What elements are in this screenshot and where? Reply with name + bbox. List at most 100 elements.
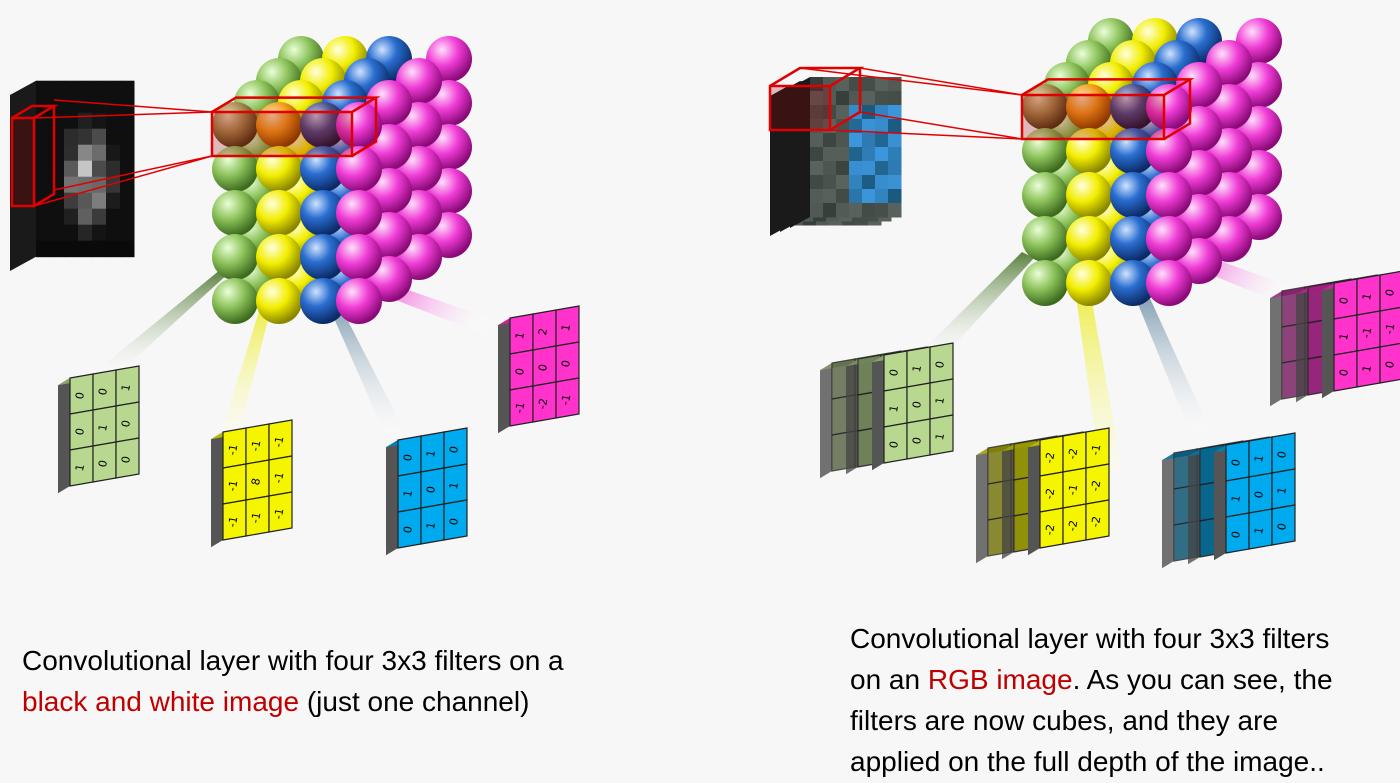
image-pixel xyxy=(875,147,889,162)
neuron-sphere xyxy=(1146,172,1192,218)
filter-side-face xyxy=(1214,445,1226,561)
caption-right-highlight: RGB image xyxy=(927,664,1073,695)
neuron-sphere xyxy=(300,102,346,148)
projection-beams xyxy=(100,252,1295,470)
filter-cell-value: -1 xyxy=(1066,483,1081,496)
filter-side-face xyxy=(820,363,832,479)
image-pixel xyxy=(823,189,837,204)
filter-cell-value: 0 xyxy=(73,427,87,436)
filter-cell-value: 1 xyxy=(424,521,438,530)
filter-cell xyxy=(1379,270,1400,312)
projection-beam xyxy=(100,270,230,372)
neuron-sphere xyxy=(1066,172,1112,218)
image-pixel xyxy=(875,91,889,106)
neuron-sphere xyxy=(336,146,382,192)
neuron-sphere xyxy=(256,190,302,236)
filter-cell-value: -2 xyxy=(536,397,551,410)
receptive-field-layer-left xyxy=(210,96,381,158)
image-pixel xyxy=(92,160,107,178)
highlight-side xyxy=(33,106,56,208)
filter-side-face xyxy=(872,355,884,471)
receptive-field-layer-right xyxy=(1020,78,1195,141)
image-pixel xyxy=(810,175,824,190)
highlight-top xyxy=(1021,78,1195,97)
neuron-sphere xyxy=(1022,216,1068,262)
neuron-sphere xyxy=(1110,172,1156,218)
filter-cell-value: -1 xyxy=(1089,443,1104,456)
neuron-sphere xyxy=(1022,172,1068,218)
filter-side-face xyxy=(1002,444,1014,560)
image-side xyxy=(790,77,810,228)
image-pixel xyxy=(810,133,824,148)
neuron-sphere xyxy=(212,146,258,192)
highlight-side xyxy=(351,97,378,158)
projection-line xyxy=(859,111,1023,140)
image-pixel xyxy=(50,192,65,210)
image-pixel xyxy=(120,112,135,130)
image-pixel xyxy=(810,161,824,176)
filter-cell-value: 0 xyxy=(447,445,461,454)
projection-line xyxy=(829,129,1023,140)
image-pixel xyxy=(810,77,824,92)
image-pixel xyxy=(78,192,93,210)
image-pixel xyxy=(823,161,837,176)
image-pixel xyxy=(875,133,889,148)
image-pixel xyxy=(849,203,863,218)
neuron-sphere xyxy=(256,234,302,280)
image-pixel xyxy=(36,176,51,194)
image-pixel xyxy=(50,80,65,98)
image-pixel xyxy=(64,208,79,226)
image-pixel xyxy=(36,224,51,242)
projection-beam xyxy=(1072,268,1122,470)
filter-cell-value: 8 xyxy=(249,477,263,486)
filter-cell-value: -1 xyxy=(559,393,574,406)
neuron-sphere xyxy=(256,102,302,148)
projection-beam xyxy=(1125,272,1210,432)
image-pixel xyxy=(78,80,93,98)
sphere-layers xyxy=(212,18,1282,324)
filter-cell-value: -1 xyxy=(272,507,287,520)
neuron-sphere xyxy=(300,234,346,280)
filter-cell-value: -1 xyxy=(1360,326,1375,339)
image-pixel xyxy=(120,224,135,242)
filter-side-face xyxy=(498,318,510,434)
image-pixel xyxy=(862,175,876,190)
image-pixel xyxy=(92,208,107,226)
image-pixel xyxy=(888,189,902,204)
neuron-sphere xyxy=(256,146,302,192)
neuron-sphere xyxy=(212,102,258,148)
image-pixel xyxy=(78,176,93,194)
filter-cell-value: 1 xyxy=(1337,332,1351,341)
image-pixel xyxy=(862,147,876,162)
image-pixel xyxy=(64,80,79,98)
caption-left-rest: (just one channel) xyxy=(299,686,530,717)
highlight-top xyxy=(11,104,59,120)
image-pixel xyxy=(888,147,902,162)
filter-cell-value: -1 xyxy=(513,401,528,414)
neuron-sphere xyxy=(300,146,346,192)
filter-side-face xyxy=(976,448,988,564)
image-pixel xyxy=(888,91,902,106)
filter-cell-value: -2 xyxy=(1089,479,1104,492)
filter-cell-value: 1 xyxy=(1252,454,1266,463)
filter-cell-value: 0 xyxy=(96,459,110,468)
image-pixel xyxy=(78,96,93,114)
input-image-rgb-channel xyxy=(790,77,902,228)
filter-cell-value: 0 xyxy=(1275,450,1289,459)
image-pixel xyxy=(875,203,889,218)
image-pixel xyxy=(36,128,51,146)
image-pixel xyxy=(875,105,889,120)
image-pixel xyxy=(862,133,876,148)
image-pixel xyxy=(823,175,837,190)
caption-right-post: . As you can see, the xyxy=(1072,664,1333,695)
image-side xyxy=(10,80,36,271)
image-pixel xyxy=(36,160,51,178)
filter-cell-value: 1 xyxy=(887,404,901,413)
filter-cell-value: -1 xyxy=(249,439,264,452)
neuron-sphere xyxy=(1022,260,1068,306)
filter-cell-value: 0 xyxy=(536,363,550,372)
filter-cell-value: -2 xyxy=(1043,523,1058,536)
image-pixel xyxy=(64,96,79,114)
